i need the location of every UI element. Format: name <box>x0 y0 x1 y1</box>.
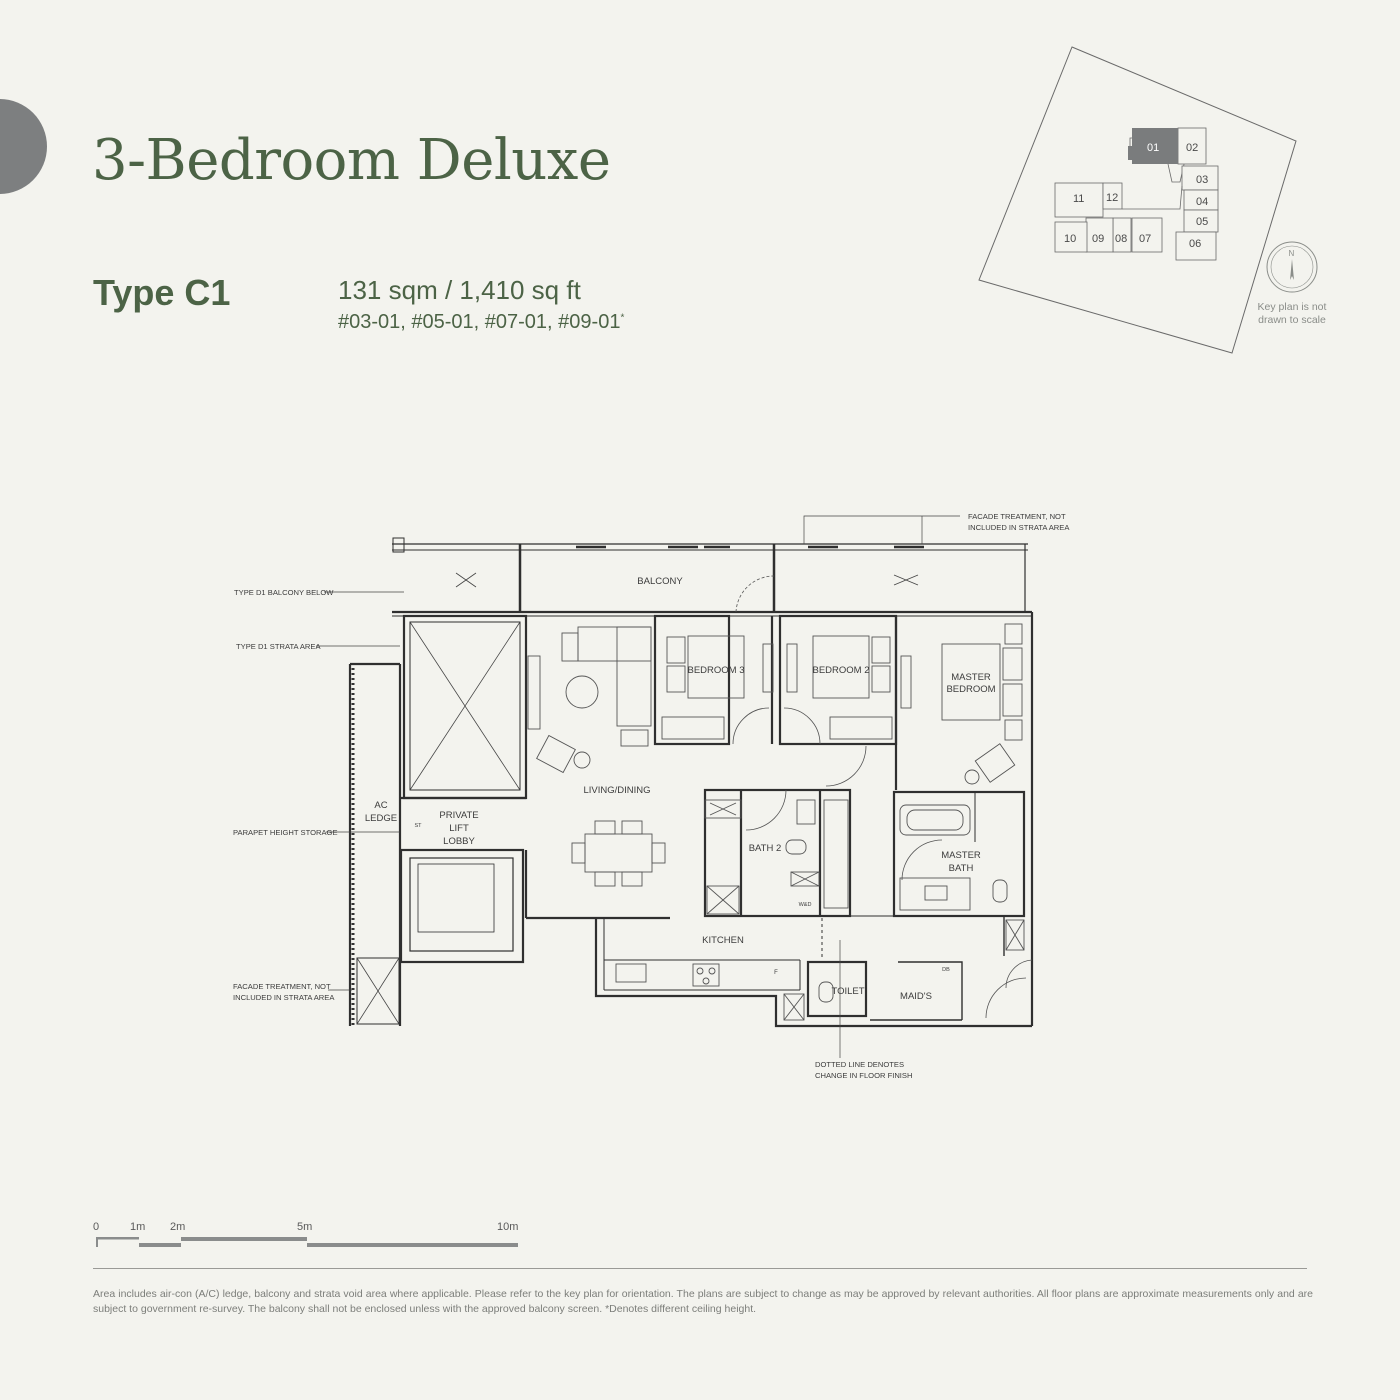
hob-icon <box>692 963 720 987</box>
label-bedroom-2: BEDROOM 2 <box>812 665 869 676</box>
ann-strata-area: TYPE D1 STRATA AREA <box>236 642 321 651</box>
label-fridge: F <box>774 970 778 976</box>
label-master-bedroom-l1: MASTER <box>951 672 991 683</box>
scale-label-0: 0 <box>93 1221 100 1233</box>
sofa-chaise-icon <box>616 626 652 727</box>
wc-icon <box>992 879 1008 903</box>
label-living-dining: LIVING/DINING <box>583 785 650 796</box>
key-plan-note: Key plan is not drawn to scale <box>1257 301 1327 326</box>
ann-facade-top-l1: FACADE TREATMENT, NOT <box>968 512 1066 521</box>
label-master-bedroom-l2: BEDROOM <box>946 684 995 695</box>
label-maids-room: MAID'S <box>900 991 932 1002</box>
armchair-icon <box>974 743 1016 783</box>
label-lift-lobby-l1: PRIVATE <box>439 810 478 821</box>
unit-numbers: #03-01, #05-01, #07-01, #09-01* <box>338 311 624 334</box>
unit-type: Type C1 <box>93 272 231 313</box>
label-kitchen: KITCHEN <box>702 935 744 946</box>
disclaimer-text: Area includes air-con (A/C) ledge, balco… <box>93 1288 1313 1315</box>
label-lift-lobby-l2: LIFT <box>449 823 469 834</box>
label-ac-ledge-l2: LEDGE <box>365 813 397 824</box>
unit-area: 131 sqm / 1,410 sq ft <box>338 275 581 305</box>
label-bedroom-3: BEDROOM 3 <box>687 665 744 676</box>
ann-facade-top-l2: INCLUDED IN STRATA AREA <box>968 523 1070 532</box>
room-labels: BALCONY BEDROOM 3 BEDROOM 2 MASTER BEDRO… <box>365 576 996 1002</box>
scale-label-2m: 2m <box>170 1221 186 1233</box>
door-swings <box>732 575 1033 1019</box>
wc-icon <box>785 839 807 855</box>
plan-annotations <box>316 515 960 1058</box>
bed-icon <box>812 635 870 699</box>
footer-divider <box>93 1268 1307 1269</box>
label-master-bath-l1: MASTER <box>941 850 981 861</box>
coffee-table-icon <box>565 675 599 709</box>
label-lift-lobby-l3: LOBBY <box>443 836 475 847</box>
scale-label-1m: 1m <box>130 1221 146 1233</box>
ann-balcony-below: TYPE D1 BALCONY BELOW <box>234 588 334 597</box>
ann-parapet: PARAPET HEIGHT STORAGE <box>233 828 338 837</box>
bed-icon <box>687 635 745 699</box>
armchair-icon <box>536 734 576 774</box>
scale-label-5m: 5m <box>297 1221 313 1233</box>
bed-icon <box>941 643 1001 721</box>
furniture <box>527 623 1025 1021</box>
ann-dotted-l2: CHANGE IN FLOOR FINISH <box>815 1071 912 1080</box>
ann-dotted-l1: DOTTED LINE DENOTES <box>815 1060 904 1069</box>
label-db: DB <box>942 967 950 973</box>
wc-icon <box>818 981 834 1003</box>
plan-annotation-text: FACADE TREATMENT, NOT INCLUDED IN STRATA… <box>233 512 1070 1080</box>
ann-facade-left-l1: FACADE TREATMENT, NOT <box>233 982 331 991</box>
label-storage: ST <box>414 823 422 829</box>
page-title: 3-Bedroom Deluxe <box>92 128 611 193</box>
ann-facade-left-l2: INCLUDED IN STRATA AREA <box>233 993 335 1002</box>
label-washer-dryer: W&D <box>799 902 812 908</box>
void-cross-marks <box>356 572 919 1025</box>
scale-label-10m: 10m <box>497 1221 519 1233</box>
ceiling-height-mark: * <box>620 312 625 324</box>
label-toilet: TOILET <box>831 986 864 997</box>
label-bath-2: BATH 2 <box>749 843 782 854</box>
bathtub-icon <box>899 804 971 836</box>
dining-table-icon <box>584 833 653 873</box>
floor-plan-walls <box>348 537 1034 1028</box>
label-ac-ledge-l1: AC <box>374 800 387 811</box>
unit-list: #03-01, #05-01, #07-01, #09-01 <box>338 311 621 333</box>
label-master-bath-l2: BATH <box>949 863 974 874</box>
scale-bar <box>96 1237 518 1247</box>
label-balcony: BALCONY <box>637 576 683 587</box>
sofa-icon <box>577 626 652 662</box>
